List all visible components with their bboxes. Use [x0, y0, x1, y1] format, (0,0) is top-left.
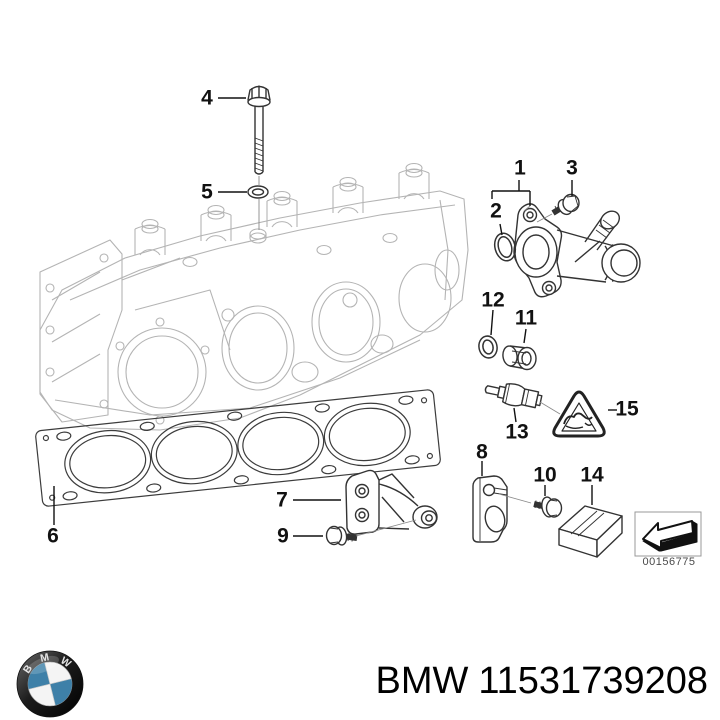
- callout-15: 15: [615, 397, 639, 421]
- screw-plug-drawing: [502, 345, 537, 371]
- coolant-flange-drawing: [513, 203, 641, 298]
- bracket-drawing: [472, 475, 508, 543]
- head-gasket-drawing: [35, 389, 441, 507]
- callout-11: 11: [514, 306, 538, 330]
- bmw-logo: B M W: [16, 650, 84, 718]
- callout-14: 14: [580, 463, 604, 487]
- cylinder-head-drawing: [39, 162, 469, 431]
- callout-8: 8: [476, 440, 488, 464]
- callout-4: 4: [201, 86, 213, 110]
- washer-drawing: [247, 185, 269, 199]
- bmw-logo-letter-m: M: [39, 651, 50, 665]
- footer-part-number: 11531739208: [478, 660, 708, 702]
- temp-sensor-drawing: [484, 383, 543, 409]
- callout-9: 9: [277, 524, 289, 548]
- bracket-bolt-drawing: [533, 496, 563, 518]
- callout-7: 7: [276, 488, 288, 512]
- footer-brand: BMW: [375, 660, 469, 702]
- callout-6: 6: [47, 524, 59, 548]
- callout-2: 2: [490, 199, 502, 223]
- image-id: 00156775: [642, 556, 696, 568]
- flange-bolt-drawing: [551, 193, 580, 216]
- mount-bolt-drawing: [325, 525, 358, 546]
- callout-12: 12: [481, 288, 505, 312]
- callout-5: 5: [201, 180, 213, 204]
- sealing-washer-drawing: [478, 335, 498, 359]
- engine-mount-bracket-drawing: [345, 469, 438, 535]
- axis-lines: [258, 176, 561, 537]
- head-bolt-drawing: [247, 85, 271, 175]
- gasket-set-box-drawing: [558, 505, 623, 558]
- warning-triangle-icon: [552, 390, 606, 438]
- leader-lines: [53, 97, 617, 537]
- direction-arrow-icon: [634, 511, 702, 557]
- callout-13: 13: [505, 420, 529, 444]
- callout-3: 3: [566, 156, 578, 180]
- callout-10: 10: [533, 463, 557, 487]
- callout-1: 1: [514, 156, 526, 180]
